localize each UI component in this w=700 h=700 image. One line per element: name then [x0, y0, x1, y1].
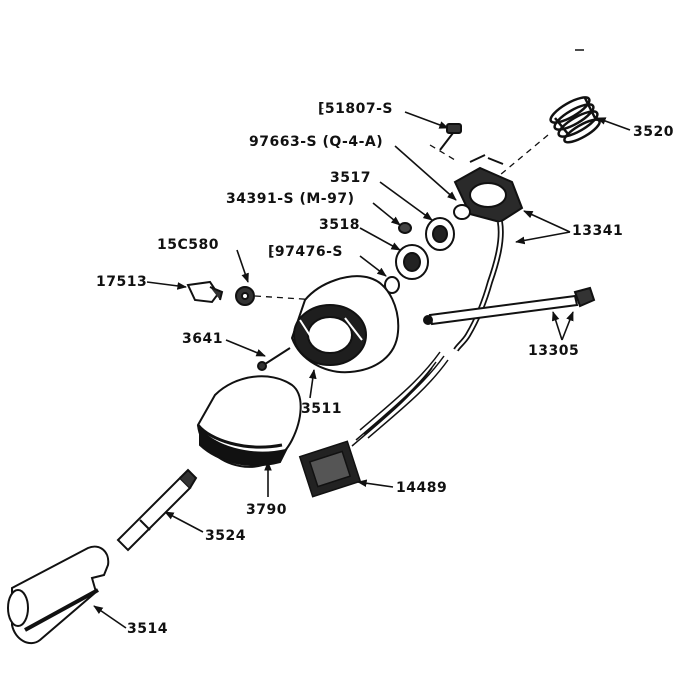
bulb-15c580 — [235, 286, 255, 306]
wiring-harness-14489 — [298, 351, 449, 498]
label-97663-s: 97663-S (Q-4-A) — [249, 134, 384, 150]
bearing-3518 — [395, 244, 429, 280]
washer-34391 — [398, 222, 412, 234]
leader-lines — [93, 111, 631, 629]
label-13305: 13305 — [528, 343, 580, 359]
label-34391-s: 34391-S (M-97) — [226, 191, 355, 207]
shaft-3524 — [116, 468, 198, 552]
housing-3511 — [290, 275, 400, 374]
label-3524: 3524 — [205, 528, 246, 544]
label-3514: 3514 — [127, 621, 168, 637]
turn-lever-13305 — [423, 286, 596, 326]
label-51807-s: ⁅51807-S — [318, 101, 393, 117]
switch-13341 — [453, 154, 524, 352]
label-97476-s: ⁅97476-S — [268, 244, 343, 260]
label-3520: 3520 — [633, 124, 674, 140]
spring-3520 — [549, 96, 601, 144]
tube-3514 — [7, 545, 110, 645]
label-3641: 3641 — [182, 331, 223, 347]
label-3518: 3518 — [319, 217, 360, 233]
bearing-3517 — [425, 217, 455, 251]
label-14489: 14489 — [396, 480, 448, 496]
label-3790: 3790 — [246, 502, 287, 518]
label-15c580: 15C580 — [157, 237, 219, 253]
label-17513: 17513 — [96, 274, 148, 290]
cover-3790 — [196, 375, 302, 468]
assembly-centerlines — [254, 134, 549, 301]
label-3517: 3517 — [330, 170, 371, 186]
label-13341: 13341 — [572, 223, 624, 239]
label-3511: 3511 — [301, 401, 342, 417]
nut-97663 — [453, 204, 471, 220]
screw-97476 — [384, 276, 400, 294]
screw-51807 — [439, 123, 462, 151]
screw-3641 — [257, 347, 291, 371]
socket-17513 — [186, 280, 224, 304]
